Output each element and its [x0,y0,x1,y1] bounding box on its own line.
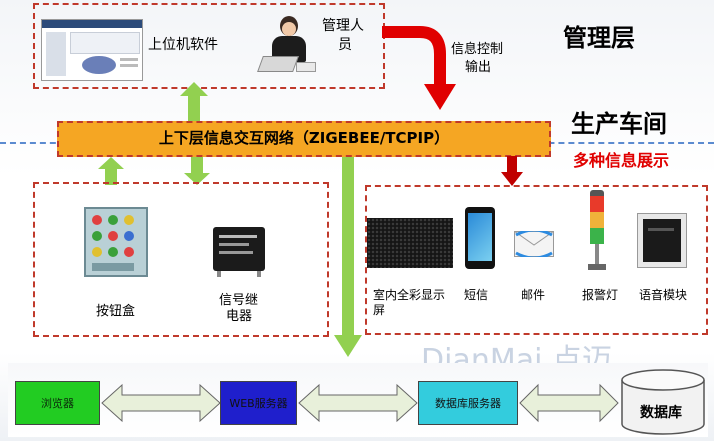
software-screenshot-image [41,19,143,81]
button-box-label: 按钮盒 [96,304,136,319]
up-green-arrow-devices [98,157,124,185]
down-green-arrow-devices [184,157,210,185]
down-red-arrow-display [501,156,523,186]
display-title: 多种信息展示 [573,151,670,170]
web-db-double-arrow [298,383,418,423]
administrator-label-line2: 员 [338,37,352,53]
browser-web-double-arrow [101,383,221,423]
info-output-red-arrow [382,26,456,110]
administrator-person-image [257,14,316,76]
web-server-box: WEB服务器 [220,381,297,425]
email-label: 邮件 [521,288,546,302]
management-dashed-box [33,3,385,89]
signal-relay-label-line2: 电器 [226,309,253,324]
sms-label: 短信 [464,288,489,302]
alarm-light-label: 报警灯 [582,288,619,302]
led-display-label-line1: 室内全彩显示 [373,288,446,302]
voice-module-label: 语音模块 [639,288,688,302]
button-box-image [84,207,148,277]
signal-relay-image [213,227,265,277]
voice-module-image [637,213,687,268]
display-devices-dashed-box [365,185,708,335]
management-layer-title: 管理层 [563,24,635,52]
administrator-label-line1: 管理人 [322,18,364,34]
software-label: 上位机软件 [148,37,218,53]
led-display-image [367,218,453,268]
server-database-double-arrow [519,383,619,423]
field-devices-dashed-box [33,182,329,337]
network-bar-label: 上下层信息交互网络（ZIGEBEE/TCPIP） [158,129,450,147]
up-green-arrow-software [180,82,208,122]
database-label: 数据库 [640,405,682,421]
info-output-label-line2: 输出 [465,60,492,75]
sms-phone-image [465,207,495,269]
signal-relay-label-line1: 信号继 [219,293,259,308]
led-display-label-line2: 屏 [373,303,386,317]
database-cylinder-icon [621,369,705,435]
network-bar [57,121,551,157]
workshop-title: 生产车间 [571,110,667,138]
db-server-box: 数据库服务器 [418,381,518,425]
alarm-light-image [588,190,606,272]
info-output-label-line1: 信息控制 [451,42,504,57]
down-green-arrow-servers [334,157,362,357]
browser-box: 浏览器 [15,381,100,425]
email-envelope-image [508,225,558,259]
